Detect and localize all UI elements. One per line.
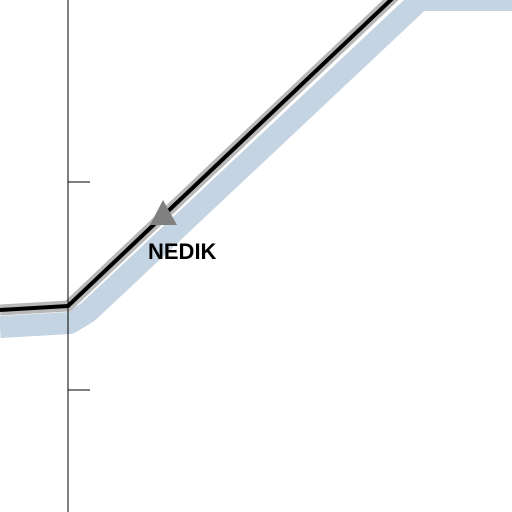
waypoint-label[interactable]: NEDIK	[148, 239, 217, 264]
route-corridor	[0, 0, 512, 338]
triangle-icon[interactable]	[150, 200, 177, 225]
